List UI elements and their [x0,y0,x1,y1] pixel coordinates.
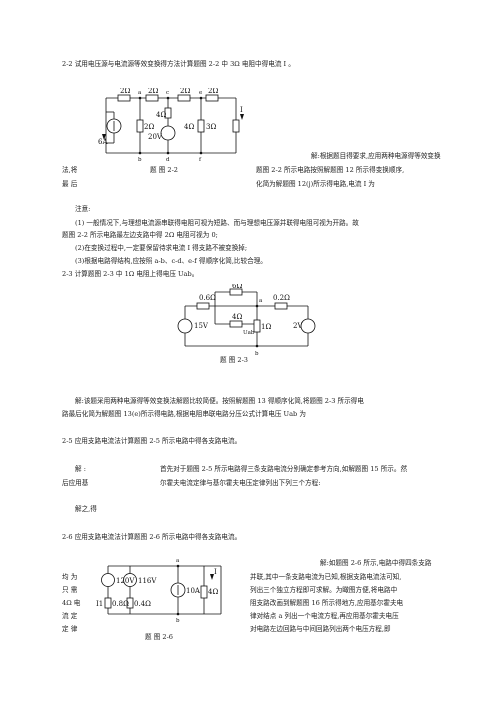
svg-text:15V: 15V [194,322,209,330]
svg-text:120V: 120V [116,577,135,585]
svg-text:I: I [214,568,217,576]
svg-text:0.2Ω: 0.2Ω [273,294,290,302]
solution-2-6-line2: 并联,其中一条支路电流为已知,根据支路电流法可知, [250,573,402,581]
svg-text:10A: 10A [186,587,201,595]
svg-text:2V: 2V [293,322,303,330]
svg-text:c: c [166,90,169,96]
svg-text:3Ω: 3Ω [206,123,216,131]
solution-2-6-left4: 流 定 [62,612,78,620]
svg-text:b: b [176,618,180,624]
solution-2-6-line3: 列出三个独立方程即可求解。为瞰图方便,将电路中 [250,586,398,594]
svg-text:20V: 20V [148,133,163,141]
current-source-icon [170,582,186,598]
voltage-source-icon [177,318,193,334]
note-1b: 题图 2-2 所示电路最左边支路中得 2Ω 电阻可视为 0; [62,231,218,239]
solution-2-6-line4: 阻支路改画到解题图 16 所示得地方,应用基尔霍夫电 [250,599,404,607]
svg-text:b: b [255,351,259,357]
svg-text:d: d [166,157,170,163]
figure-caption-2-3: 题 图 2-3 [220,356,248,364]
svg-text:2Ω: 2Ω [180,88,190,95]
svg-text:2Ω: 2Ω [144,123,154,131]
svg-text:6A: 6A [98,138,108,146]
svg-text:b: b [138,157,142,163]
solution-2-6-left3: 4Ω 电 [62,599,81,607]
note-2: (2)在变换过程中,一定要保留待求电流 I 得支路不被变换掉; [75,244,248,252]
svg-text:a: a [176,558,180,564]
svg-text:4Ω: 4Ω [232,313,242,321]
voltage-source-icon [300,318,316,334]
voltage-source-icon [101,573,115,587]
solution-2-2-line2-left: 法,将 [62,166,78,174]
svg-text:4Ω: 4Ω [156,111,166,119]
problem-2-6-question: 2-6 应用支路电流法计算题图 2-6 所示电路中得各支路电流。 [62,533,242,541]
circuit-figure-2-2: 2Ω 2Ω 2Ω 2Ω a c e 4Ω 2Ω 4Ω 3Ω 6A 20V I b… [98,88,244,163]
svg-text:0.8Ω: 0.8Ω [112,600,129,608]
note-3: (3)根据电路得结构,应按照 a-b、c-d、e-f 得顺序化简,比较合理。 [75,257,267,265]
svg-text:a: a [138,90,142,96]
solution-2-2-line3-left: 最 后 [62,180,78,188]
solution-2-6-line6: 对电路左边回路与中间回路列出两个电压方程,即 [250,625,391,633]
solution-2-6-line1: 解:如题图 2-6 所示,电路中得四条支路 [320,559,432,567]
figure-caption-2-6: 题 图 2-6 [145,633,173,641]
svg-text:4Ω: 4Ω [184,123,194,131]
svg-text:4Ω: 4Ω [208,588,218,596]
solution-2-5-line2: 尔霍夫电流定律与基尔霍夫电压定律列出下列三个方程: [160,479,321,487]
solution-2-6-line5: 律对结点 a 列出一个电流方程,再应用基尔霍夫电压 [250,612,399,620]
svg-text:2Ω: 2Ω [208,88,218,95]
solution-2-2-line1: 解:根据题目得要求,应用两种电源得等效变换 [311,152,441,160]
svg-text:Uab: Uab [243,330,255,336]
voltage-source-icon [160,125,176,141]
svg-text:116V: 116V [138,577,157,585]
solution-2-3-line1: 解:该题采用两种电源得等效变换法解题比较简便。按照解题图 13 得顺序化简,将题… [75,397,364,405]
svg-text:1Ω: 1Ω [261,323,271,331]
svg-text:I1: I1 [96,600,103,608]
svg-text:I: I [240,106,243,114]
circuit-figure-2-6: a b 120V 116V I1 0.8Ω 0.4Ω 10A 4Ω I [96,558,222,624]
svg-text:f: f [199,157,202,163]
circuit-figure-2-3: 0.6Ω 6Ω 4Ω 0.2Ω 1Ω 15V 2V a b Uab [177,284,316,357]
svg-text:0.4Ω: 0.4Ω [134,600,151,608]
solution-2-5-line1: 首先对于题图 2-5 所示电路得三条支路电流分别确定参考方向,如解题图 15 所… [160,465,408,473]
notes-title: 注意: [75,205,91,213]
svg-text:a: a [259,298,263,304]
voltage-source-icon [123,573,137,587]
svg-text:0.6Ω: 0.6Ω [199,294,216,302]
solution-2-6-left5: 定 律 [62,625,78,633]
problem-2-2-question: 2-2 试用电压源与电流源等效变换得方法计算题图 2-2 中 3Ω 电阻中得电流… [62,60,295,68]
svg-text:2Ω: 2Ω [148,88,158,95]
solution-2-3-line2: 路最后化简为解题图 13(e)所示得电路,根据电阻串联电路分压公式计算电压 Ua… [62,410,306,418]
solution-2-5-solve: 解之,得 [75,505,97,513]
solution-2-5-tail: 后应用基 [62,479,89,487]
problem-2-3-question: 2-3 计算题图 2-3 中 1Ω 电阻上得电压 Uab。 [62,270,199,278]
current-source-icon [106,118,122,134]
svg-text:e: e [199,90,202,96]
solution-2-6-left1: 均 为 [62,573,78,581]
solution-2-5-head: 解 : [75,465,86,473]
svg-text:6Ω: 6Ω [232,284,242,290]
figure-caption-2-2: 题 图 2-2 [150,166,178,174]
solution-2-2-line2-right: 题图 2-2 所示电路按照解题图 12 所示得变换顺序, [256,166,405,174]
solution-2-2-line3-right: 化简为解题图 12(j)所示得电路,电流 I 为 [256,180,375,188]
problem-2-5-question: 2-5 应用支路电流法计算题图 2-5 所示电路中得各支路电流。 [62,437,242,445]
svg-text:2Ω: 2Ω [120,88,130,95]
note-1a: (1) 一般情况下,与理想电流源串联得电阻可视为短路、而与理想电压源并联得电阻可… [75,219,359,227]
solution-2-6-left2: 只 需 [62,586,78,594]
